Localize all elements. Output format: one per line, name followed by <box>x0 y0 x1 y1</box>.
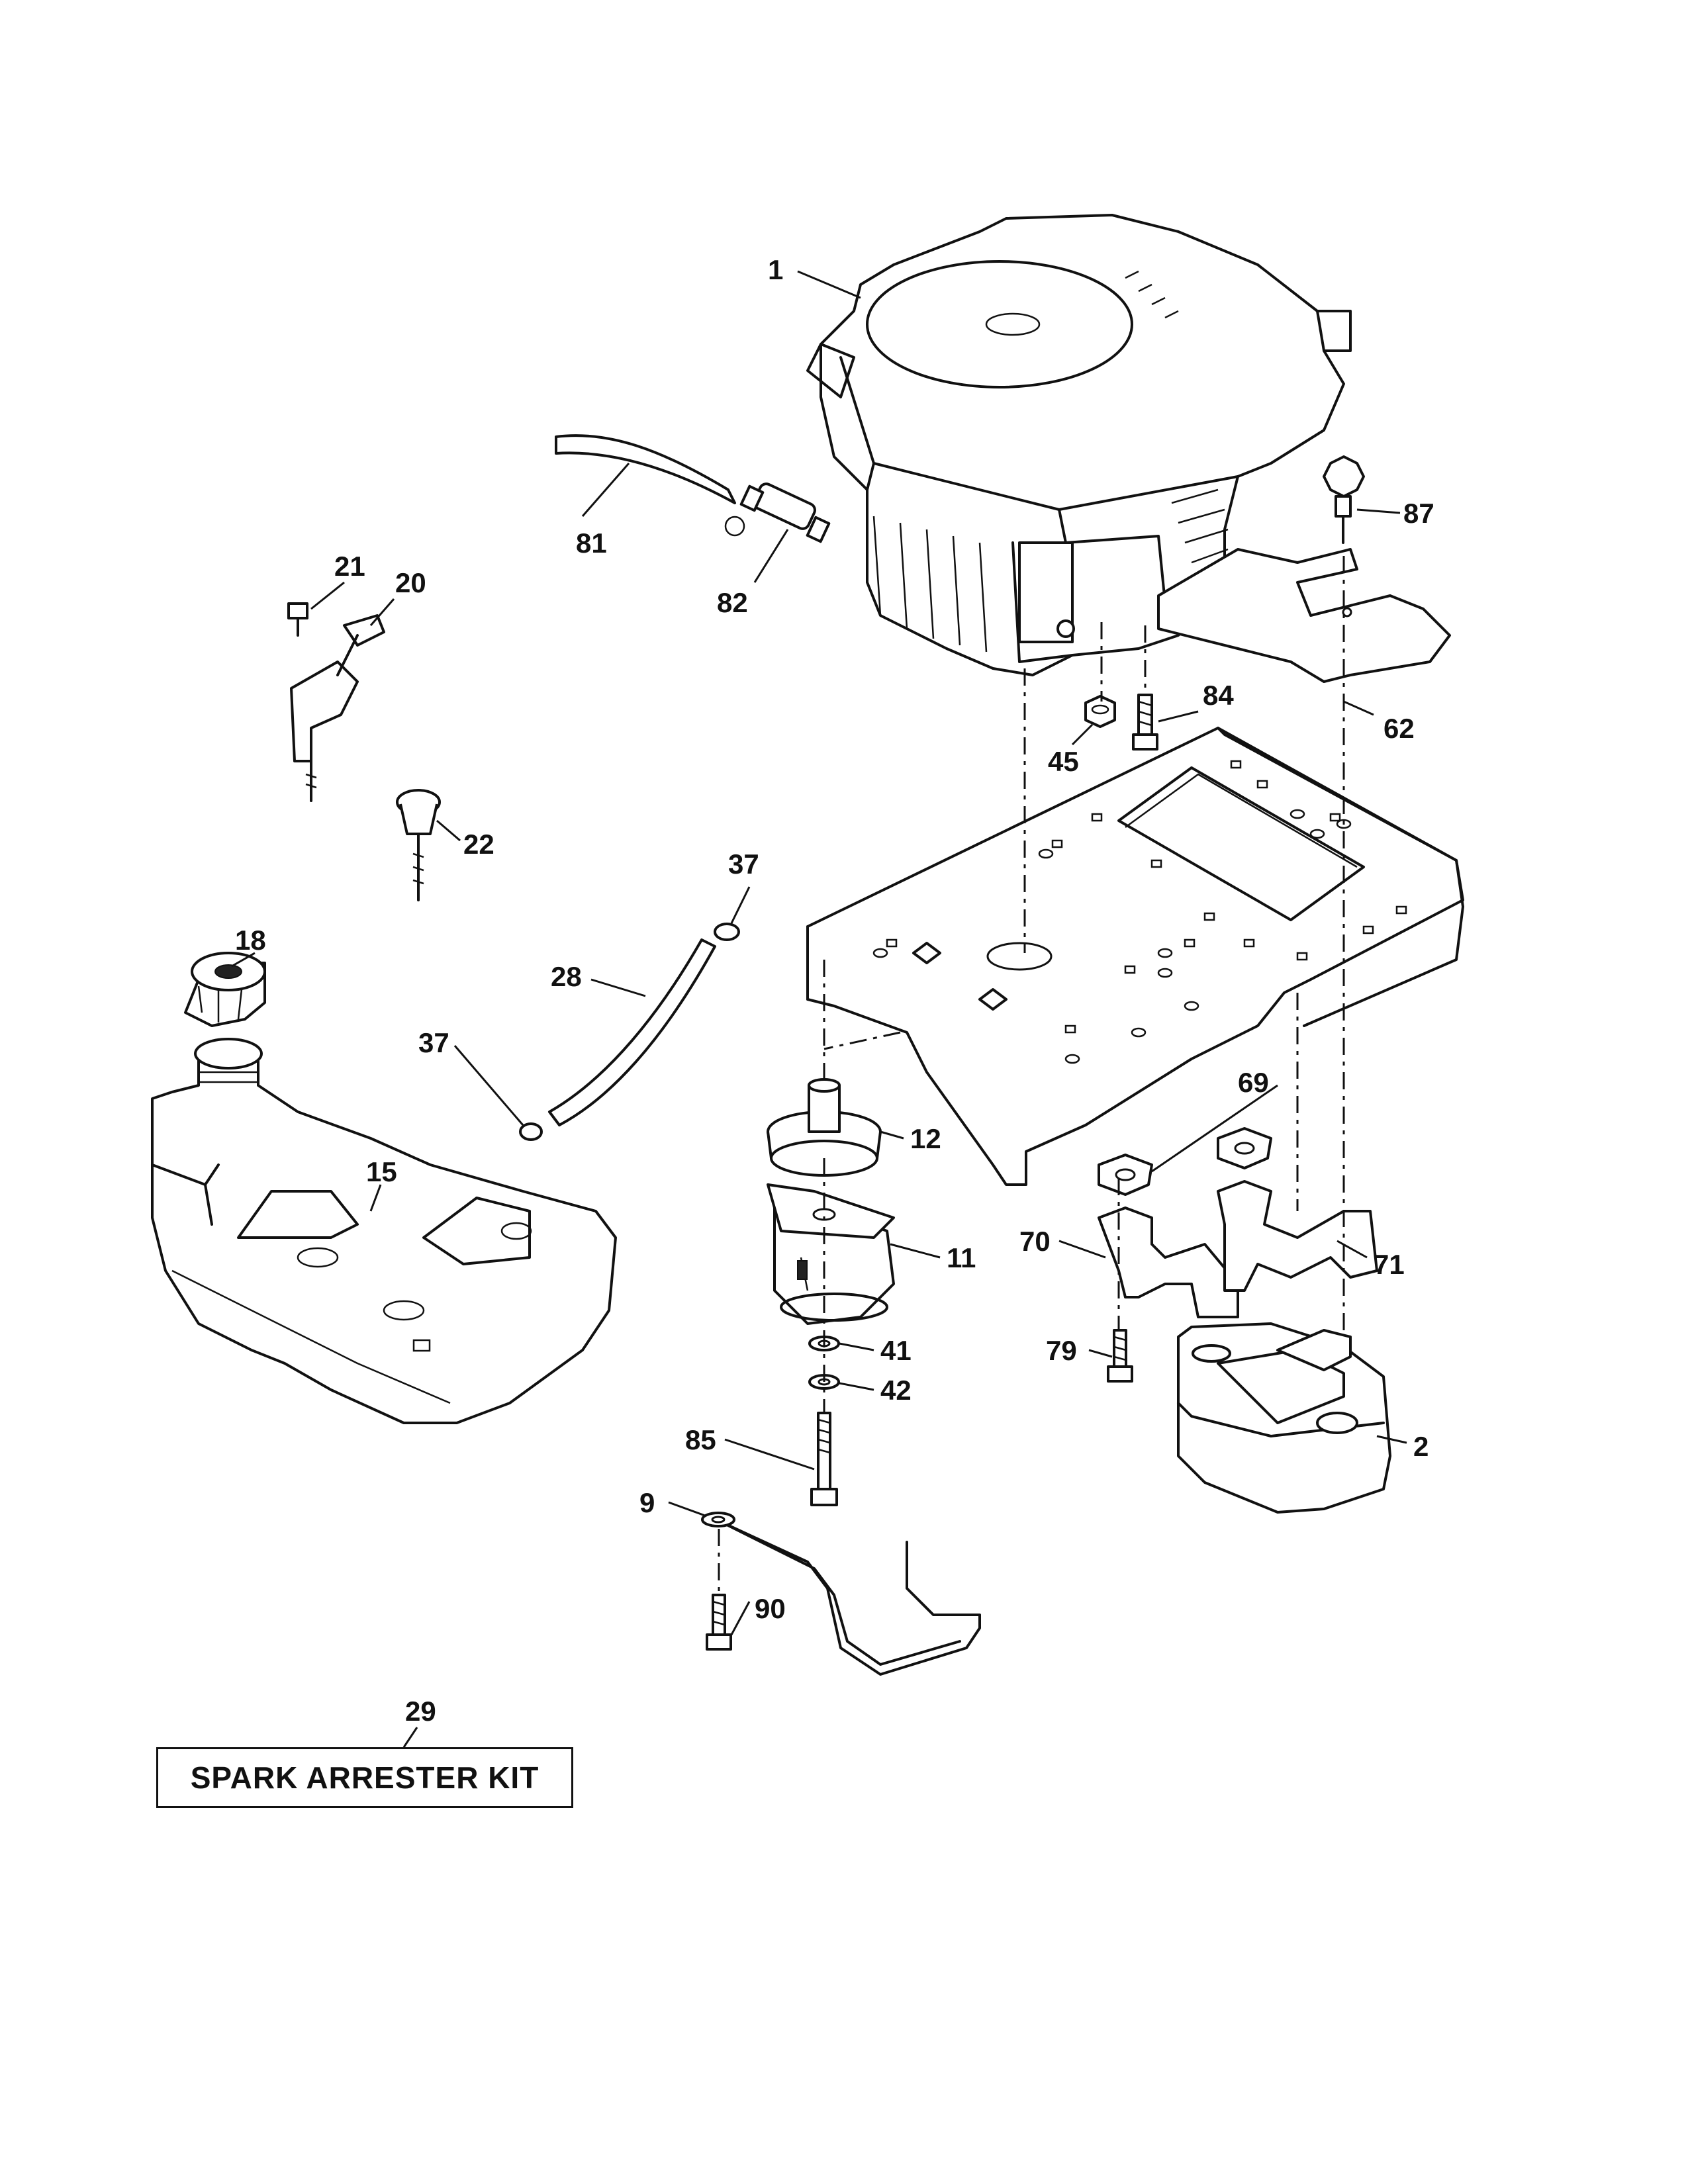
muffler-bracket <box>720 1521 981 1676</box>
engine-bolt <box>1132 694 1158 751</box>
callout-81: 81 <box>576 527 607 559</box>
callout-71: 71 <box>1374 1249 1405 1280</box>
callout-69: 69 <box>1238 1067 1269 1098</box>
clutch-bolt <box>810 1412 838 1506</box>
spark-arrester-kit-box: SPARK ARRESTER KIT <box>156 1747 573 1808</box>
callout-84: 84 <box>1203 680 1234 711</box>
exhaust-pipe-left <box>1098 1206 1239 1318</box>
callout-12: 12 <box>910 1123 941 1154</box>
callout-62: 62 <box>1383 713 1415 744</box>
pto-clutch <box>767 1183 895 1325</box>
callout-15: 15 <box>366 1156 397 1187</box>
muffler <box>1177 1322 1391 1514</box>
muffler-bolt <box>1107 1329 1133 1383</box>
callout-41: 41 <box>880 1335 912 1366</box>
callout-11: 11 <box>947 1242 976 1273</box>
hose-clamp-upper <box>714 923 740 941</box>
callout-28: 28 <box>551 961 582 992</box>
choke-knob <box>396 789 441 901</box>
callout-45: 45 <box>1048 746 1079 777</box>
callout-82: 82 <box>717 587 748 618</box>
assembly-centerlines <box>718 556 1345 1595</box>
exhaust-gasket <box>1098 1127 1272 1196</box>
callout-2: 2 <box>1413 1431 1429 1462</box>
callout-20: 20 <box>395 567 426 598</box>
callout-9: 9 <box>639 1487 655 1518</box>
heat-shield <box>1157 548 1451 683</box>
callout-79: 79 <box>1046 1335 1077 1366</box>
callout-22: 22 <box>463 829 494 860</box>
callout-37-upper: 37 <box>728 848 759 880</box>
fuel-hose <box>548 938 716 1126</box>
fuel-tank <box>151 1038 617 1424</box>
callout-37-lower: 37 <box>418 1027 449 1058</box>
leader-lines <box>231 270 1407 1748</box>
callout-87: 87 <box>1403 498 1434 529</box>
hose-clamp-lower <box>519 1122 543 1141</box>
callout-21: 21 <box>334 551 365 582</box>
callout-90: 90 <box>755 1593 786 1624</box>
fuel-line <box>555 434 736 504</box>
engine <box>806 214 1352 676</box>
hex-nut <box>1084 695 1116 728</box>
throttle-control <box>287 602 385 802</box>
callout-70: 70 <box>1019 1226 1051 1257</box>
exhaust-pipe-right <box>1217 1180 1378 1292</box>
dipstick <box>1323 455 1365 544</box>
callout-1: 1 <box>768 254 783 285</box>
spark-arrester-kit-label: SPARK ARRESTER KIT <box>190 1760 539 1795</box>
callout-29: 29 <box>405 1696 436 1727</box>
bracket-bolt <box>706 1594 732 1651</box>
callout-42: 42 <box>880 1375 912 1406</box>
fuel-cap <box>184 952 266 1027</box>
callout-18: 18 <box>235 925 266 956</box>
fuel-filter <box>724 482 831 543</box>
callout-labels: 1 81 82 21 20 22 37 28 37 18 15 12 11 41… <box>235 254 1434 1727</box>
callout-85: 85 <box>685 1424 716 1455</box>
frame-plate <box>806 727 1464 1186</box>
